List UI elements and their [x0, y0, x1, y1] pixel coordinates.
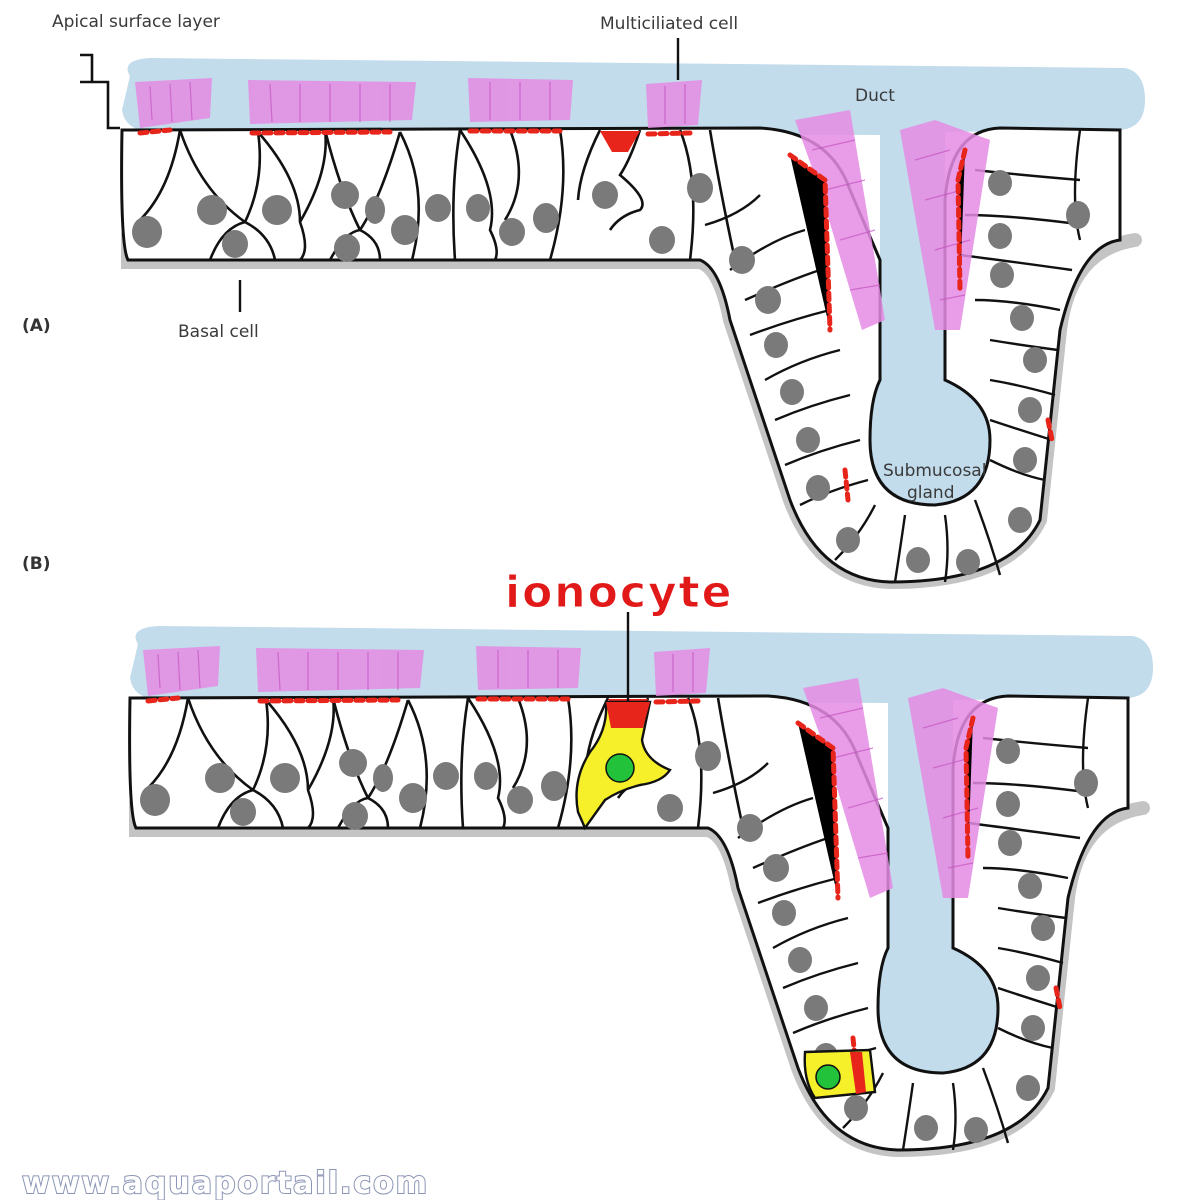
basal-cell-label: Basal cell — [178, 322, 259, 342]
ionocyte-gland-junction — [850, 1052, 866, 1094]
watermark: www.aquaportail.com — [22, 1166, 429, 1200]
multiciliated-cell-label: Multiciliated cell — [600, 14, 738, 34]
panel-a-label: (A) — [22, 316, 51, 336]
ionocyte-gland-nucleus — [815, 1064, 841, 1090]
submucosal-gland-label-line2: gland — [907, 483, 955, 503]
apical-surface-layer-label: Apical surface layer — [52, 12, 220, 32]
ionocyte-surface-junction — [606, 702, 650, 728]
duct-label: Duct — [855, 86, 895, 106]
apical-layer-bracket — [80, 53, 120, 130]
ionocyte-label: ionocyte — [505, 567, 734, 618]
panel-b-label: (B) — [22, 554, 51, 574]
panel-a-tissue — [122, 58, 1145, 582]
submucosal-gland-label-line1: Submucosal — [883, 461, 986, 481]
ionocyte-surface-nucleus — [605, 753, 635, 783]
